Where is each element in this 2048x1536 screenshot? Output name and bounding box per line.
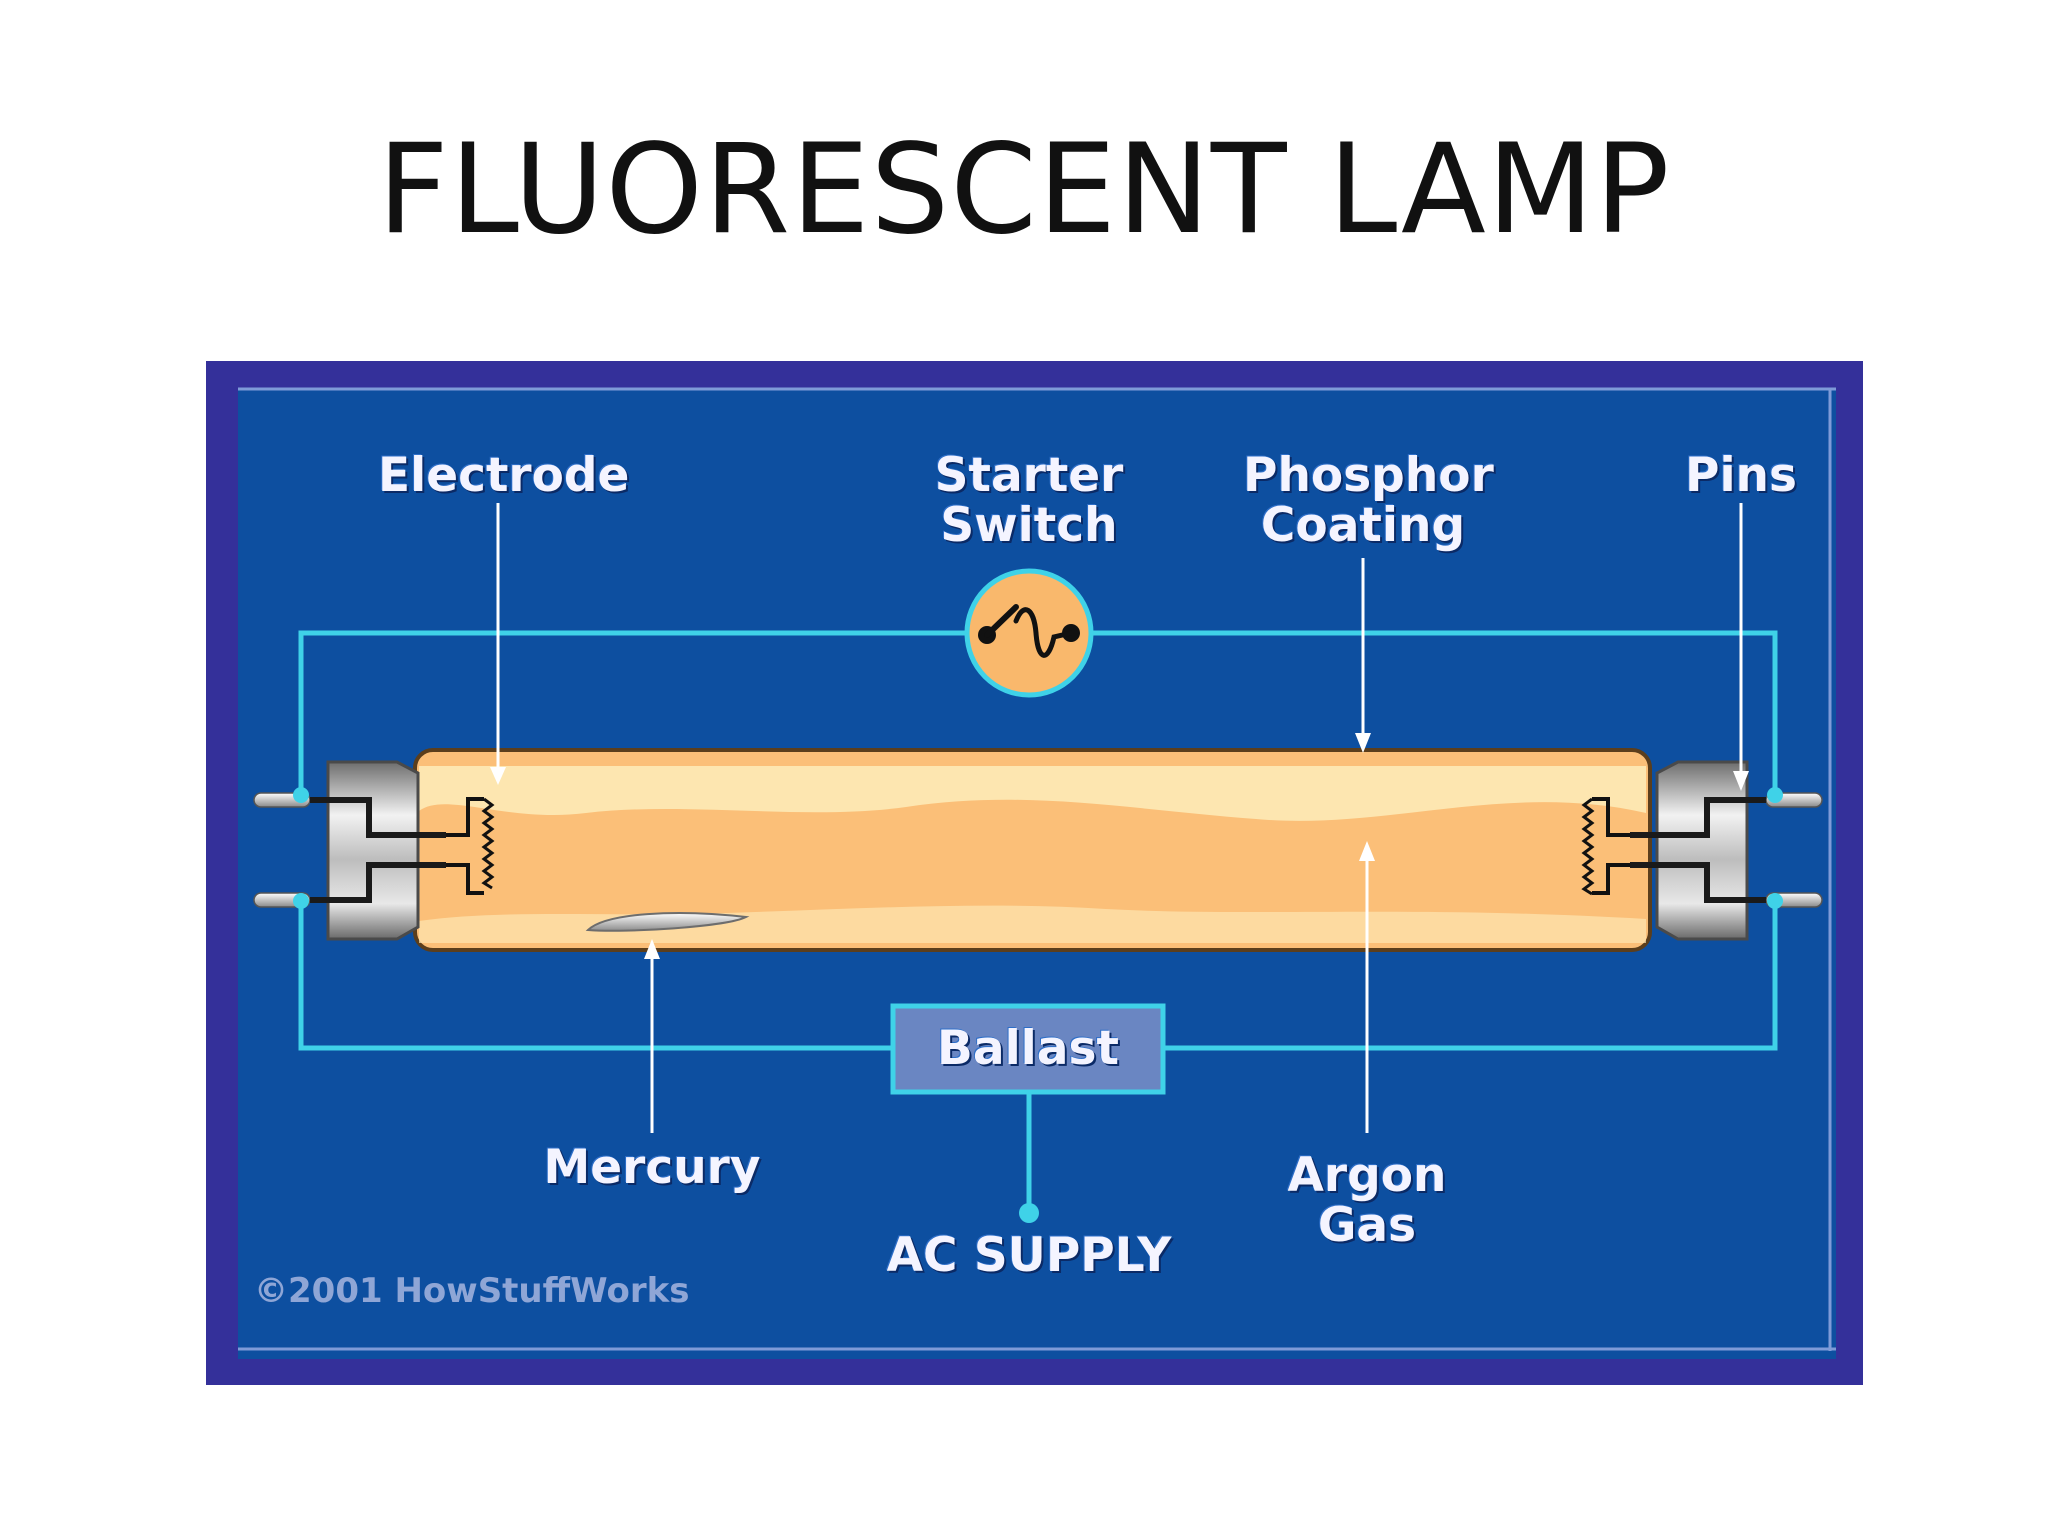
label-argon-gas-line2: Gas — [1317, 1198, 1417, 1253]
right-end-cap — [1630, 760, 1823, 941]
label-ac-supply: AC SUPPLY — [886, 1228, 1172, 1283]
phosphor-coating-band — [419, 766, 1646, 821]
label-starter-switch: Starter Switch — [909, 451, 1149, 551]
label-argon-gas: Argon Gas — [1257, 1151, 1477, 1251]
label-mercury: Mercury — [543, 1140, 761, 1195]
label-starter-switch-line2: Switch — [940, 498, 1118, 553]
label-ballast: Ballast — [937, 1021, 1119, 1076]
mercury-droplet — [585, 912, 750, 932]
ac-supply-terminal — [1019, 1203, 1039, 1223]
label-pins: Pins — [1685, 448, 1797, 503]
label-starter-switch-line1: Starter — [934, 448, 1124, 503]
right-electrode — [1581, 797, 1630, 896]
fluorescent-lamp-diagram: Electrode Starter Switch Phosphor Coatin… — [206, 361, 1863, 1385]
label-phosphor-coating-line2: Coating — [1260, 498, 1466, 553]
left-end-cap — [253, 760, 446, 941]
label-argon-gas-line1: Argon — [1287, 1148, 1447, 1203]
starter-switch — [964, 568, 1094, 698]
pointer-arrows — [490, 503, 1749, 1133]
fluorescent-tube — [413, 748, 1652, 952]
left-electrode — [446, 797, 495, 895]
label-electrode: Electrode — [378, 448, 630, 503]
diagram-graphic — [238, 387, 1836, 1359]
ballast-box — [890, 1003, 1166, 1095]
label-phosphor-coating-line1: Phosphor — [1243, 448, 1494, 503]
copyright-notice: ©2001 HowStuffWorks — [254, 1271, 690, 1311]
slide-title: FLUORESCENT LAMP — [377, 118, 1671, 262]
label-phosphor-coating: Phosphor Coating — [1243, 448, 1494, 553]
